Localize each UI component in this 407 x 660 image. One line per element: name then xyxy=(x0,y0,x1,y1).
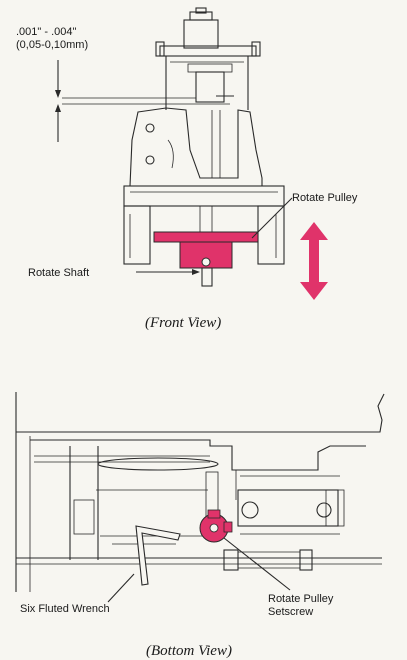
six-fluted-wrench-label: Six Fluted Wrench xyxy=(20,603,110,615)
rotate-shaft-label: Rotate Shaft xyxy=(28,267,89,279)
bottom-view-drawing xyxy=(15,392,385,603)
bottom-view-caption: (Bottom View) xyxy=(146,643,232,659)
rotate-pulley-setscrew-label-line1: Rotate Pulley xyxy=(268,593,334,605)
tolerance-inches-label: .001" - .004" xyxy=(16,26,76,38)
front-view-caption: (Front View) xyxy=(145,315,221,331)
rotate-pulley-label: Rotate Pulley xyxy=(292,192,358,204)
up-down-arrow-icon xyxy=(300,222,328,300)
rotate-pulley-setscrew-label-line2: Setscrew xyxy=(268,606,313,618)
front-view-drawing xyxy=(55,7,328,300)
tolerance-mm-label: (0,05-0,10mm) xyxy=(16,39,88,51)
